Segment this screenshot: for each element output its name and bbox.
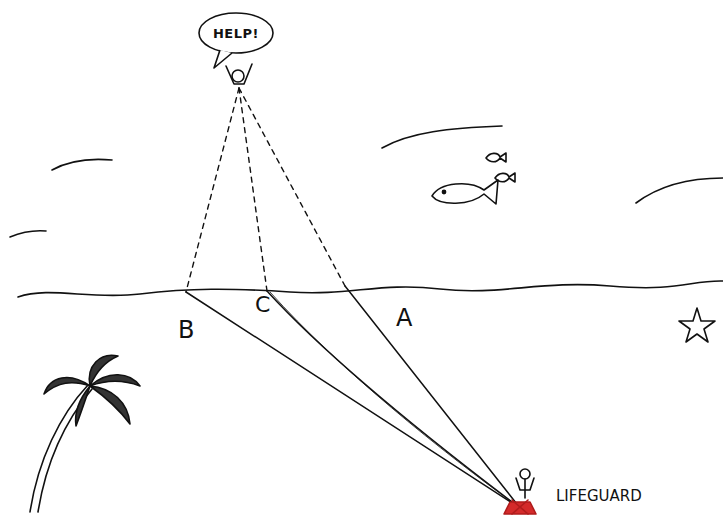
swim-path [186, 88, 239, 292]
point-label: C [255, 294, 270, 316]
swim-paths [186, 88, 345, 292]
lifeguard-figure [504, 469, 536, 514]
speech-text: HELP! [213, 26, 259, 41]
fish-symbol [486, 153, 506, 162]
fish-group [432, 153, 515, 204]
figure-label: LIFEGUARD [556, 489, 642, 504]
lifeguard-head [520, 469, 530, 479]
palm-leaf [90, 386, 130, 424]
shoreline [18, 281, 723, 297]
palm-trunk [38, 389, 92, 512]
lifeguard-body [516, 478, 534, 498]
wave-stroke [52, 159, 112, 170]
swimmer-figure [226, 64, 252, 84]
fish-symbol [495, 173, 515, 182]
wave-stroke [382, 126, 502, 148]
lifeguard-stand [512, 500, 528, 514]
speech-bubble: HELP! [198, 12, 274, 54]
palm-leaf [76, 386, 90, 426]
fish-symbol [432, 180, 498, 204]
palm-tree [30, 355, 140, 512]
point-label: A [396, 306, 412, 330]
run-path [270, 292, 520, 508]
wave-stroke [636, 178, 723, 203]
bubble-tail [214, 50, 232, 68]
run-path [345, 286, 520, 508]
run-path [267, 291, 520, 508]
run-paths [186, 286, 520, 508]
swimmer-arms [226, 64, 252, 84]
swimmer-head [232, 70, 244, 82]
fish-eye [442, 190, 445, 193]
palm-leaf [90, 375, 140, 386]
sea-waves [10, 126, 723, 237]
swim-path [239, 88, 345, 286]
wave-stroke [10, 231, 46, 237]
swim-path [239, 88, 267, 291]
palm-leaf [44, 378, 90, 394]
point-label: B [178, 318, 194, 342]
run-path [186, 292, 520, 508]
bubble-outline [199, 13, 273, 53]
starfish-symbol [679, 308, 715, 342]
